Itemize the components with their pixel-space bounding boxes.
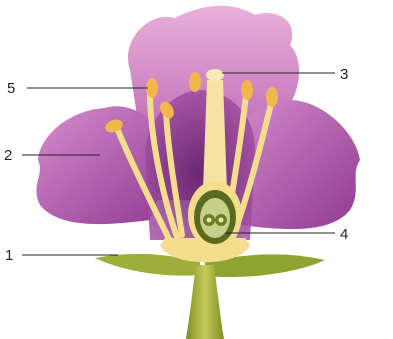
ovule-right-core bbox=[219, 218, 224, 223]
label-4: 4 bbox=[340, 226, 348, 243]
anther bbox=[241, 80, 253, 100]
label-1: 1 bbox=[5, 247, 13, 264]
label-3: 3 bbox=[340, 66, 348, 83]
anther bbox=[189, 72, 201, 92]
label-2: 2 bbox=[4, 147, 12, 164]
label-5: 5 bbox=[7, 80, 15, 97]
anther bbox=[266, 87, 278, 107]
style bbox=[203, 80, 227, 190]
ovule-left-core bbox=[207, 218, 212, 223]
stigma bbox=[206, 69, 224, 81]
